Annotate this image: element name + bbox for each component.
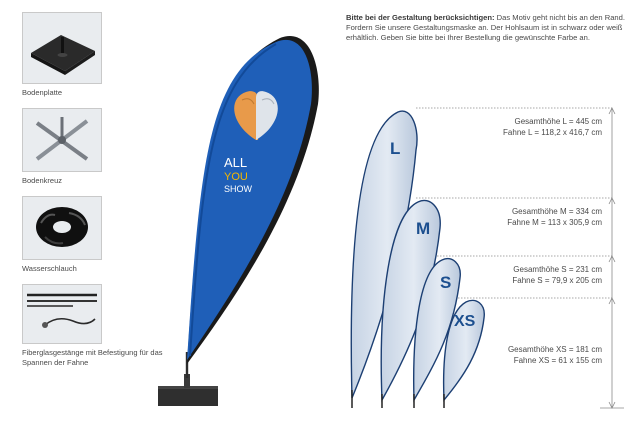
spec-m-flag: Fahne M = 113 x 305,9 cm: [507, 218, 602, 227]
product-flag-image: ALL YOU SHOW: [158, 36, 319, 406]
fiberglas-image: [22, 284, 102, 344]
spec-xs-total: Gesamthöhe XS = 181 cm: [507, 345, 602, 354]
size-label-s: S: [440, 273, 451, 292]
size-label-m: M: [416, 219, 430, 238]
spec-s-flag: Fahne S = 79,9 x 205 cm: [512, 276, 602, 285]
bodenkreuz-image: [22, 108, 102, 172]
brand-you: YOU: [224, 171, 248, 183]
flag-fabric: [187, 39, 312, 360]
design-note-lead: Bitte bei der Gestaltung berücksichtigen…: [346, 13, 495, 22]
flag-size-m: [380, 199, 441, 408]
wasserschlauch-caption: Wasserschlauch: [22, 264, 77, 273]
spec-s: Gesamthöhe S = 231 cm Fahne S = 79,9 x 2…: [512, 264, 602, 286]
spec-xs-flag: Fahne XS = 61 x 155 cm: [513, 356, 602, 365]
spec-l: Gesamthöhe L = 445 cm Fahne L = 118,2 x …: [503, 116, 602, 138]
bodenplatte-caption: Bodenplatte: [22, 88, 63, 97]
flag-size-xs: [442, 299, 485, 408]
bodenkreuz-caption: Bodenkreuz: [22, 176, 63, 185]
spec-m-total: Gesamthöhe M = 334 cm: [511, 207, 602, 216]
design-note: Bitte bei der Gestaltung berücksichtigen…: [346, 13, 636, 44]
spec-l-flag: Fahne L = 118,2 x 416,7 cm: [503, 128, 602, 137]
size-comparison-diagram: L M S XS: [350, 107, 624, 409]
flag-base-plate: [158, 388, 218, 406]
size-label-xs: XS: [454, 313, 476, 330]
spec-s-total: Gesamthöhe S = 231 cm: [513, 265, 602, 274]
design-note-body: Das Motiv geht nicht bis an den Rand. Fo…: [346, 13, 625, 43]
wasserschlauch-image: [22, 196, 102, 260]
size-label-l: L: [390, 139, 400, 158]
bodenplatte-image: [22, 12, 102, 84]
brand-all: ALL: [224, 155, 247, 170]
heart-logo-icon: [234, 91, 278, 140]
flag-size-s: [413, 258, 461, 408]
brand-show: SHOW: [224, 184, 253, 194]
spec-m: Gesamthöhe M = 334 cm Fahne M = 113 x 30…: [507, 206, 602, 228]
spec-l-total: Gesamthöhe L = 445 cm: [514, 117, 602, 126]
spec-xs: Gesamthöhe XS = 181 cm Fahne XS = 61 x 1…: [508, 344, 602, 366]
fiberglas-caption: Fiberglasgestänge mit Befestigung für da…: [22, 348, 163, 367]
